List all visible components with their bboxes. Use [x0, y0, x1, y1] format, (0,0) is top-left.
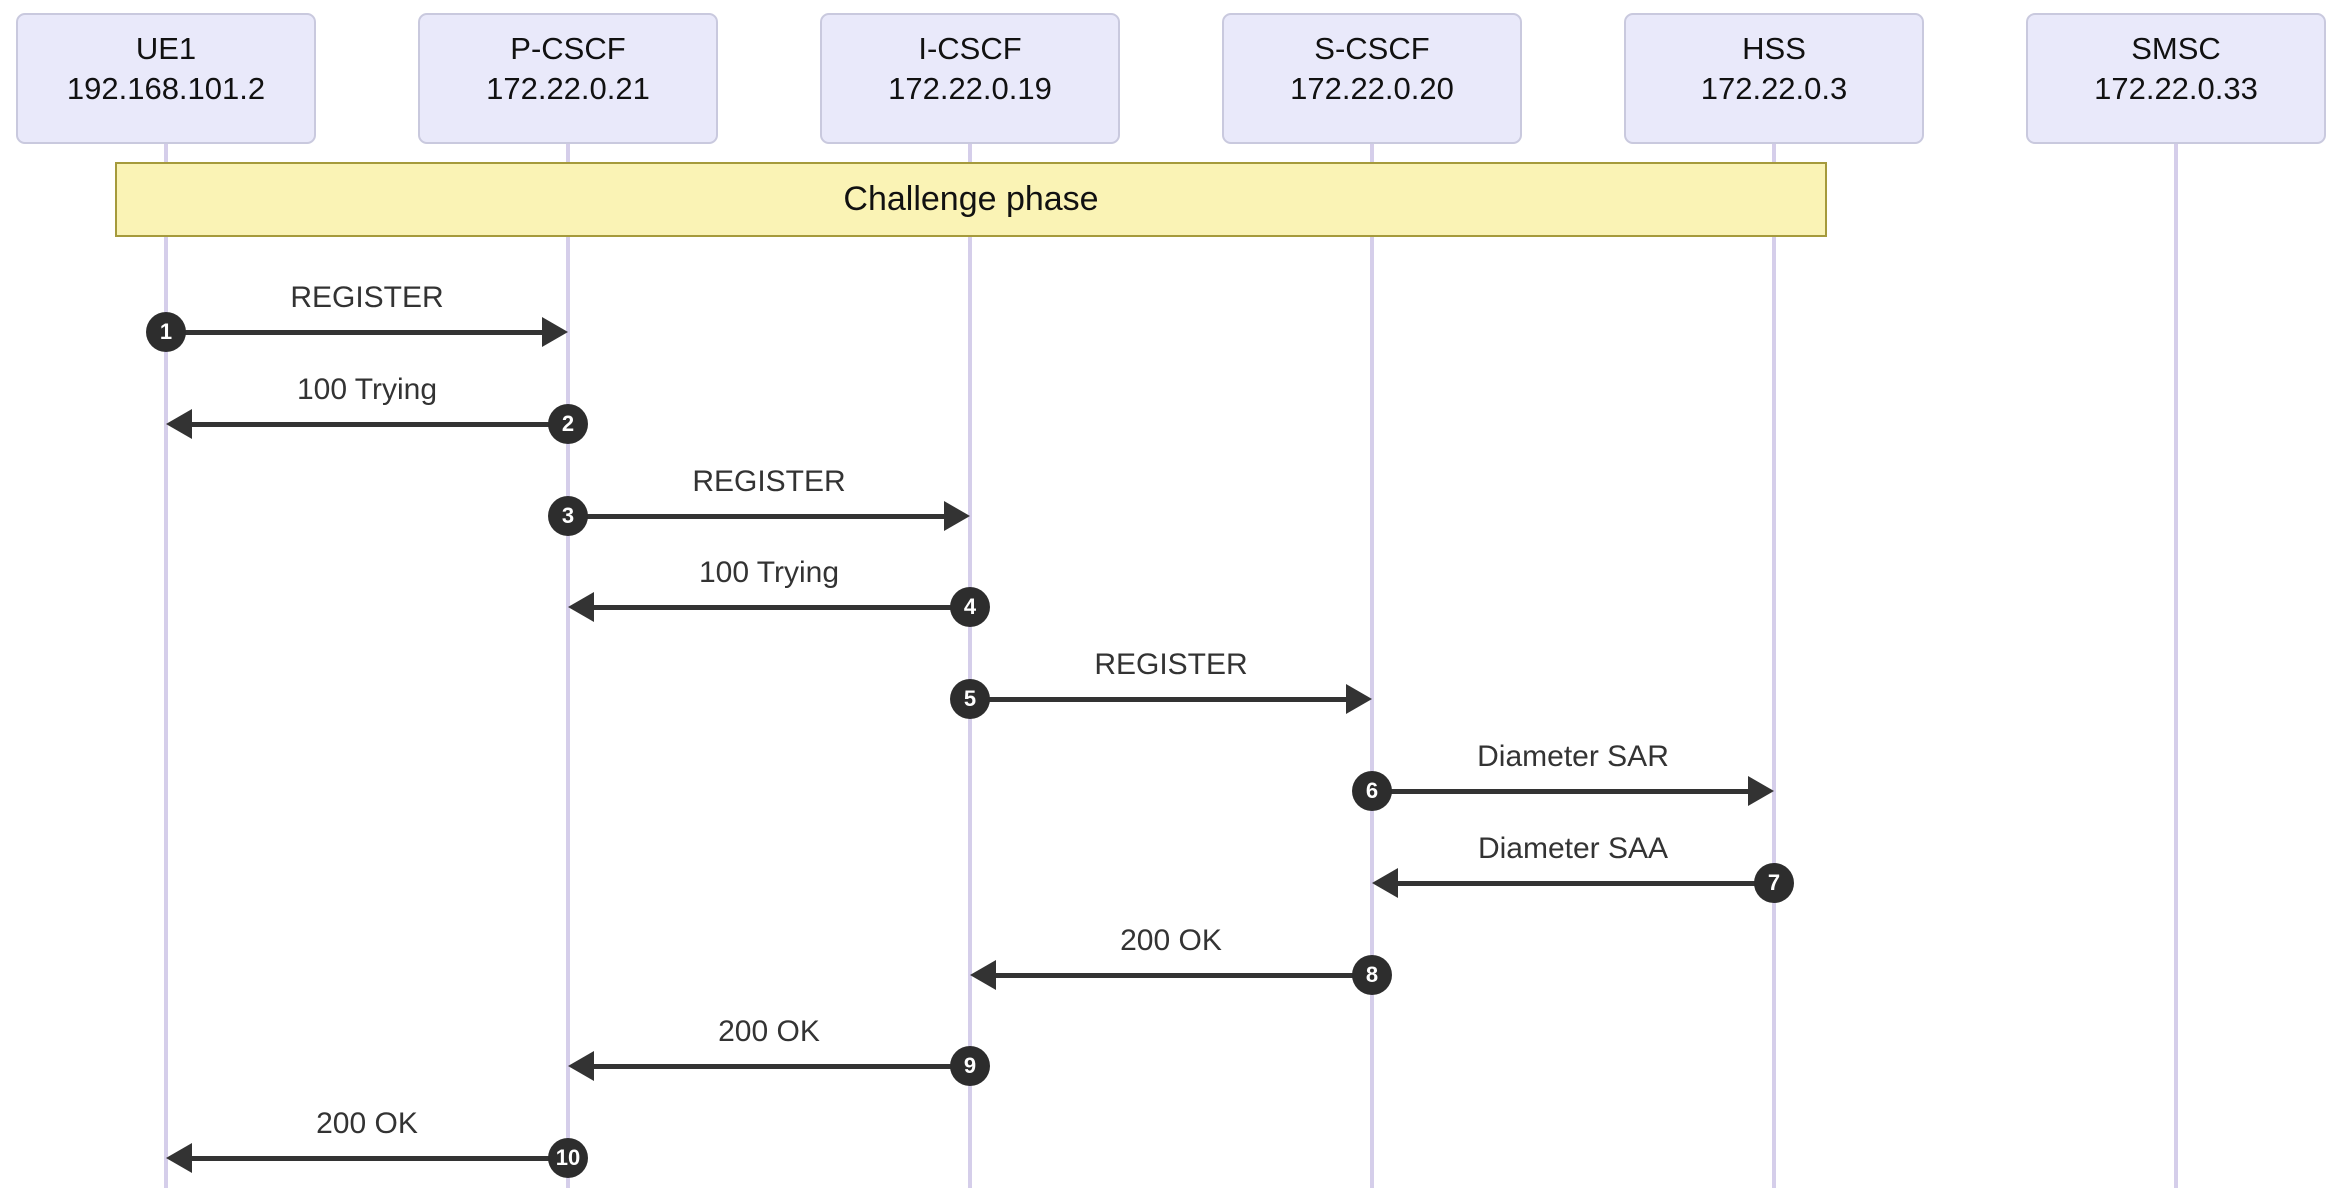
lifeline-s-cscf — [1370, 142, 1374, 1188]
lifeline-ue1 — [164, 142, 168, 1188]
message-7-label: Diameter SAA — [1477, 832, 1669, 865]
message-5-line — [970, 697, 1350, 702]
actor-ip-s-cscf: 172.22.0.20 — [1290, 70, 1454, 106]
actor-name-smsc: SMSC — [2131, 30, 2221, 66]
message-10-line — [188, 1156, 568, 1161]
message-10-arrowhead-icon — [166, 1143, 192, 1173]
message-5-number-badge: 5 — [950, 679, 990, 719]
actor-box-ue1: UE1 192.168.101.2 — [16, 13, 316, 144]
message-7-line — [1394, 881, 1774, 886]
message-8-number-badge: 8 — [1352, 955, 1392, 995]
message-5-label: REGISTER — [1094, 648, 1248, 681]
actor-ip-smsc: 172.22.0.33 — [2094, 70, 2258, 106]
message-2-arrowhead-icon — [166, 409, 192, 439]
message-4-arrowhead-icon — [568, 592, 594, 622]
message-1-arrowhead-icon — [542, 317, 568, 347]
actor-ip-i-cscf: 172.22.0.19 — [888, 70, 1052, 106]
actor-ip-p-cscf: 172.22.0.21 — [486, 70, 650, 106]
message-2-line — [188, 422, 568, 427]
actor-name-i-cscf: I-CSCF — [918, 30, 1022, 66]
actor-name-p-cscf: P-CSCF — [510, 30, 626, 66]
message-3-number-badge: 3 — [548, 496, 588, 536]
actor-name-ue1: UE1 — [135, 30, 197, 66]
message-8-label: 200 OK — [1120, 924, 1222, 957]
message-5-arrowhead-icon — [1346, 684, 1372, 714]
lifeline-p-cscf — [566, 142, 570, 1188]
message-4-number-badge: 4 — [950, 587, 990, 627]
lifeline-smsc — [2174, 142, 2178, 1188]
message-6-line — [1372, 789, 1752, 794]
lifeline-i-cscf — [968, 142, 972, 1188]
message-7-number-badge: 7 — [1754, 863, 1794, 903]
message-10-label: 200 OK — [316, 1107, 418, 1140]
message-1-line — [166, 330, 546, 335]
actor-box-smsc: SMSC 172.22.0.33 — [2026, 13, 2326, 144]
message-3-label: REGISTER — [692, 465, 846, 498]
phase-band-label: Challenge phase — [843, 180, 1099, 218]
message-6-arrowhead-icon — [1748, 776, 1774, 806]
message-7-arrowhead-icon — [1372, 868, 1398, 898]
actor-box-hss: HSS 172.22.0.3 — [1624, 13, 1924, 144]
lifeline-hss — [1772, 142, 1776, 1188]
message-10-number-badge: 10 — [548, 1138, 588, 1178]
actor-box-s-cscf: S-CSCF 172.22.0.20 — [1222, 13, 1522, 144]
message-9-number-badge: 9 — [950, 1046, 990, 1086]
message-9-arrowhead-icon — [568, 1051, 594, 1081]
message-2-number-badge: 2 — [548, 404, 588, 444]
message-4-line — [590, 605, 970, 610]
actor-name-hss: HSS — [1742, 30, 1806, 66]
message-2-label: 100 Trying — [296, 373, 438, 406]
actor-box-p-cscf: P-CSCF 172.22.0.21 — [418, 13, 718, 144]
message-6-number-badge: 6 — [1352, 771, 1392, 811]
message-3-arrowhead-icon — [944, 501, 970, 531]
actor-box-i-cscf: I-CSCF 172.22.0.19 — [820, 13, 1120, 144]
message-8-arrowhead-icon — [970, 960, 996, 990]
message-8-line — [992, 973, 1372, 978]
message-6-label: Diameter SAR — [1477, 740, 1669, 773]
message-9-line — [590, 1064, 970, 1069]
message-4-label: 100 Trying — [698, 556, 840, 589]
message-1-label: REGISTER — [290, 281, 444, 314]
phase-band: Challenge phase — [115, 162, 1827, 237]
message-1-number-badge: 1 — [146, 312, 186, 352]
actor-name-s-cscf: S-CSCF — [1314, 30, 1430, 66]
message-3-line — [568, 514, 948, 519]
actor-ip-hss: 172.22.0.3 — [1700, 70, 1848, 106]
actor-ip-ue1: 192.168.101.2 — [66, 70, 266, 106]
message-9-label: 200 OK — [718, 1015, 820, 1048]
